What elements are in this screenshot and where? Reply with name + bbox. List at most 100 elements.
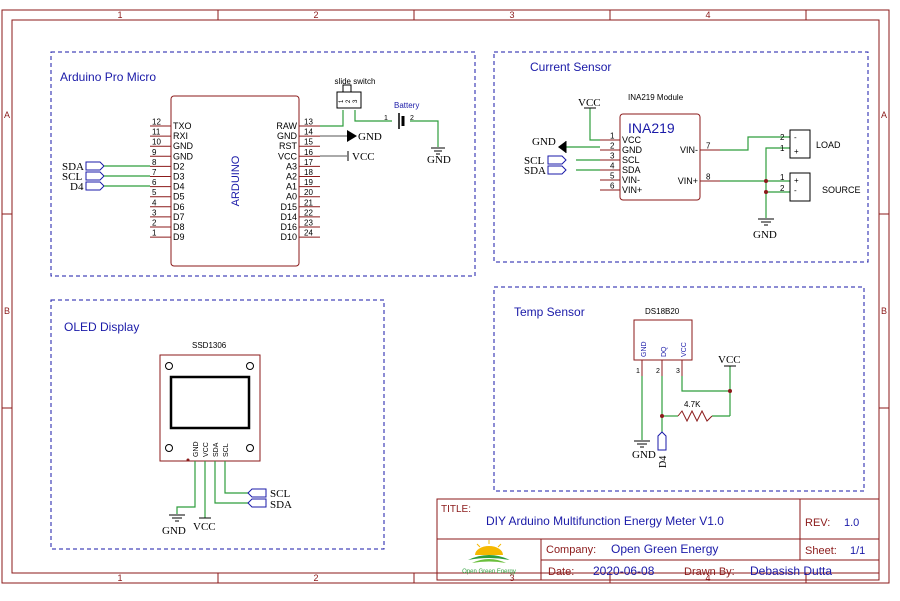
pin-label: D14	[280, 212, 297, 222]
rev-value: 1.0	[844, 517, 859, 529]
ds18b20-pin-vcc: VCC	[681, 342, 688, 357]
col-4-top: 4	[705, 10, 710, 20]
drawn-key: Drawn By:	[684, 566, 735, 578]
pin-number: 11	[152, 128, 161, 137]
pin-number: 13	[304, 118, 313, 127]
col-2-bottom: 2	[313, 573, 318, 583]
ds18b20-gnd-label: GND	[632, 449, 656, 461]
pin-number: 24	[304, 229, 313, 238]
net-label-scl: SCL	[62, 171, 82, 183]
pin-label: GND	[173, 151, 194, 161]
col-2-top: 2	[313, 10, 318, 20]
pin-label: SCL	[622, 155, 640, 165]
pin-number: 16	[304, 148, 313, 157]
pin-number: 2	[610, 142, 615, 151]
rev-key: REV:	[805, 517, 830, 529]
oled-net-sda: SDA	[270, 499, 292, 511]
arduino-net-flags	[85, 161, 105, 191]
oled-pin-gnd: GND	[193, 441, 200, 457]
junction-dot	[764, 190, 768, 194]
drawn-value: Debasish Dutta	[750, 564, 832, 578]
arduino-vcc-symbol: VCC	[347, 151, 375, 163]
temp-section-box	[493, 286, 865, 492]
section-title-current: Current Sensor	[530, 60, 611, 74]
arduino-net-labels: SDA SCL D4	[62, 161, 84, 193]
ds18b20-net-flag: D4	[657, 431, 669, 468]
pin-number: 3	[152, 208, 157, 217]
pin-number: 4	[152, 198, 157, 207]
arduino-vcc-label: VCC	[352, 151, 375, 163]
battery-pin-2: 2	[410, 115, 414, 122]
pin-label: D4	[173, 182, 185, 192]
col-4-bottom: 4	[705, 573, 710, 583]
pin-number: 9	[152, 148, 157, 157]
pin-label: A0	[286, 192, 297, 202]
pin-number: 17	[304, 158, 313, 167]
row-a-right: A	[881, 110, 887, 120]
ina219-module-label: INA219 Module	[628, 93, 684, 102]
power-path-grey	[320, 135, 347, 157]
section-title-arduino: Arduino Pro Micro	[60, 70, 156, 84]
oled-pin-vcc: VCC	[203, 442, 210, 457]
junction-dot	[728, 389, 732, 393]
pin-label: D7	[173, 212, 185, 222]
battery-gnd-symbol: GND	[427, 147, 451, 166]
pin-label: VIN+	[622, 185, 642, 195]
company-value: Open Green Energy	[611, 542, 718, 556]
source-pin-1: 1	[780, 173, 785, 182]
col-1-top: 1	[117, 10, 122, 20]
ds18b20-pin-gnd: GND	[641, 341, 648, 357]
slide-switch: slide switch 1 2 3	[335, 77, 375, 109]
pin-label: VIN+	[678, 176, 698, 186]
ds18b20-vcc-symbol: VCC	[718, 354, 741, 367]
resistor-value: 4.7K	[684, 400, 701, 409]
ina219-gnd-label: GND	[532, 136, 556, 148]
battery-pin-1: 1	[384, 115, 388, 122]
pullup-resistor: 4.7K	[677, 400, 713, 423]
col-3-top: 3	[509, 10, 514, 20]
arduino-right-pins: 13RAW14GND15RST16VCC17A318A219A120A021D1…	[276, 118, 320, 242]
junction-dot	[764, 179, 768, 183]
oled-pin-sda: SDA	[213, 442, 220, 457]
section-title-temp: Temp Sensor	[514, 305, 585, 319]
net-label-d4: D4	[70, 181, 84, 193]
pin-label: D3	[173, 172, 185, 182]
sheet-value: 1/1	[850, 545, 865, 557]
load-label: LOAD	[816, 140, 841, 150]
ina219-net-sda: SDA	[524, 165, 546, 177]
load-sign-minus: -	[794, 133, 797, 142]
pin-number: 1	[610, 132, 615, 141]
arduino-gnd-symbol: GND	[347, 130, 382, 143]
pin-number: 14	[304, 128, 313, 137]
pin-number: 2	[152, 219, 157, 228]
source-pin-2: 2	[780, 184, 785, 193]
oled-net-scl: SCL	[270, 488, 290, 500]
ina219-load-gnd-label: GND	[753, 229, 777, 241]
load-pin-1: 1	[780, 144, 785, 153]
ina219-chip-label: INA219	[628, 120, 675, 136]
oled-vcc-symbol: VCC	[193, 517, 216, 533]
ds18b20-pin-1: 1	[636, 368, 640, 375]
oled-label: SSD1306	[192, 341, 227, 350]
pin-number: 3	[610, 152, 615, 161]
row-a-left: A	[4, 110, 10, 120]
ina219-load-gnd-symbol: GND	[753, 218, 777, 241]
frame-labels: 1 2 3 4 1 2 3 4 A B A B	[4, 10, 887, 583]
pin-label: D9	[173, 232, 185, 242]
